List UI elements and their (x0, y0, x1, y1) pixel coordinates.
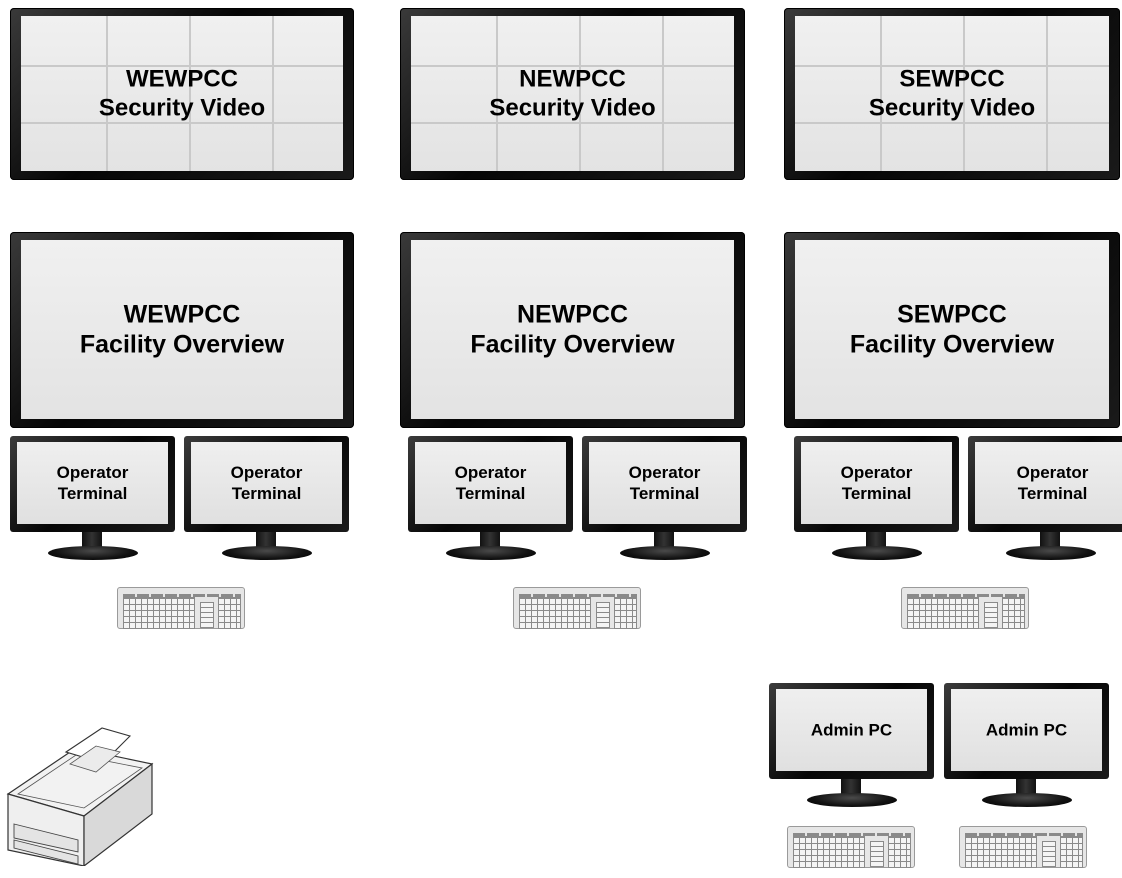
display-label: WEWPCC Facility Overview (21, 299, 343, 360)
monitor-stand (222, 546, 312, 560)
newpcc-facility-overview-display: NEWPCC Facility Overview (400, 232, 745, 428)
display-screen: NEWPCC Facility Overview (411, 240, 734, 419)
display-label: NEWPCC Facility Overview (411, 299, 734, 360)
display-label: SEWPCC Facility Overview (795, 299, 1109, 360)
site-name: NEWPCC (516, 300, 629, 328)
monitor-stand (48, 546, 138, 560)
site-name: NEWPCC (519, 65, 626, 93)
site-name: WEWPCC (126, 65, 238, 93)
display-label: NEWPCC Security Video (411, 64, 734, 123)
printer-icon (6, 724, 154, 868)
display-purpose: Security Video (489, 94, 656, 122)
monitor-stand (832, 546, 922, 560)
display-screen: WEWPCC Facility Overview (21, 240, 343, 419)
admin-pc: Admin PC (769, 683, 934, 808)
display-purpose: Facility Overview (849, 330, 1055, 359)
site-name: WEWPCC (123, 300, 241, 328)
keyboard-icon (117, 583, 245, 629)
admin-pc-label: Admin PC (985, 720, 1068, 740)
display-screen: NEWPCC Security Video (411, 16, 734, 171)
wewpcc-facility-overview-display: WEWPCC Facility Overview (10, 232, 354, 428)
site-name: SEWPCC (899, 65, 1005, 93)
display-screen: WEWPCC Security Video (21, 16, 343, 171)
sewpcc-facility-overview-display: SEWPCC Facility Overview (784, 232, 1120, 428)
display-purpose: Security Video (868, 94, 1036, 122)
sewpcc-security-video-display: SEWPCC Security Video (784, 8, 1120, 180)
admin-pc-label: Admin PC (810, 720, 893, 740)
keyboard-icon (901, 583, 1029, 629)
keyboard-icon (513, 583, 641, 629)
monitor-stand (620, 546, 710, 560)
monitor-stand (1006, 546, 1096, 560)
monitor-stand (446, 546, 536, 560)
display-purpose: Facility Overview (79, 330, 285, 359)
display-screen: SEWPCC Facility Overview (795, 240, 1109, 419)
keyboard-icon (787, 822, 915, 868)
display-screen: SEWPCC Security Video (795, 16, 1109, 171)
display-purpose: Security Video (98, 94, 266, 122)
newpcc-security-video-display: NEWPCC Security Video (400, 8, 745, 180)
admin-pc: Admin PC (944, 683, 1109, 808)
site-name: SEWPCC (897, 300, 1007, 328)
monitor-stand (982, 793, 1072, 807)
keyboard-icon (959, 822, 1087, 868)
display-purpose: Facility Overview (470, 330, 675, 359)
display-label: WEWPCC Security Video (21, 64, 343, 123)
monitor-stand (807, 793, 897, 807)
display-label: SEWPCC Security Video (795, 64, 1109, 123)
wewpcc-security-video-display: WEWPCC Security Video (10, 8, 354, 180)
